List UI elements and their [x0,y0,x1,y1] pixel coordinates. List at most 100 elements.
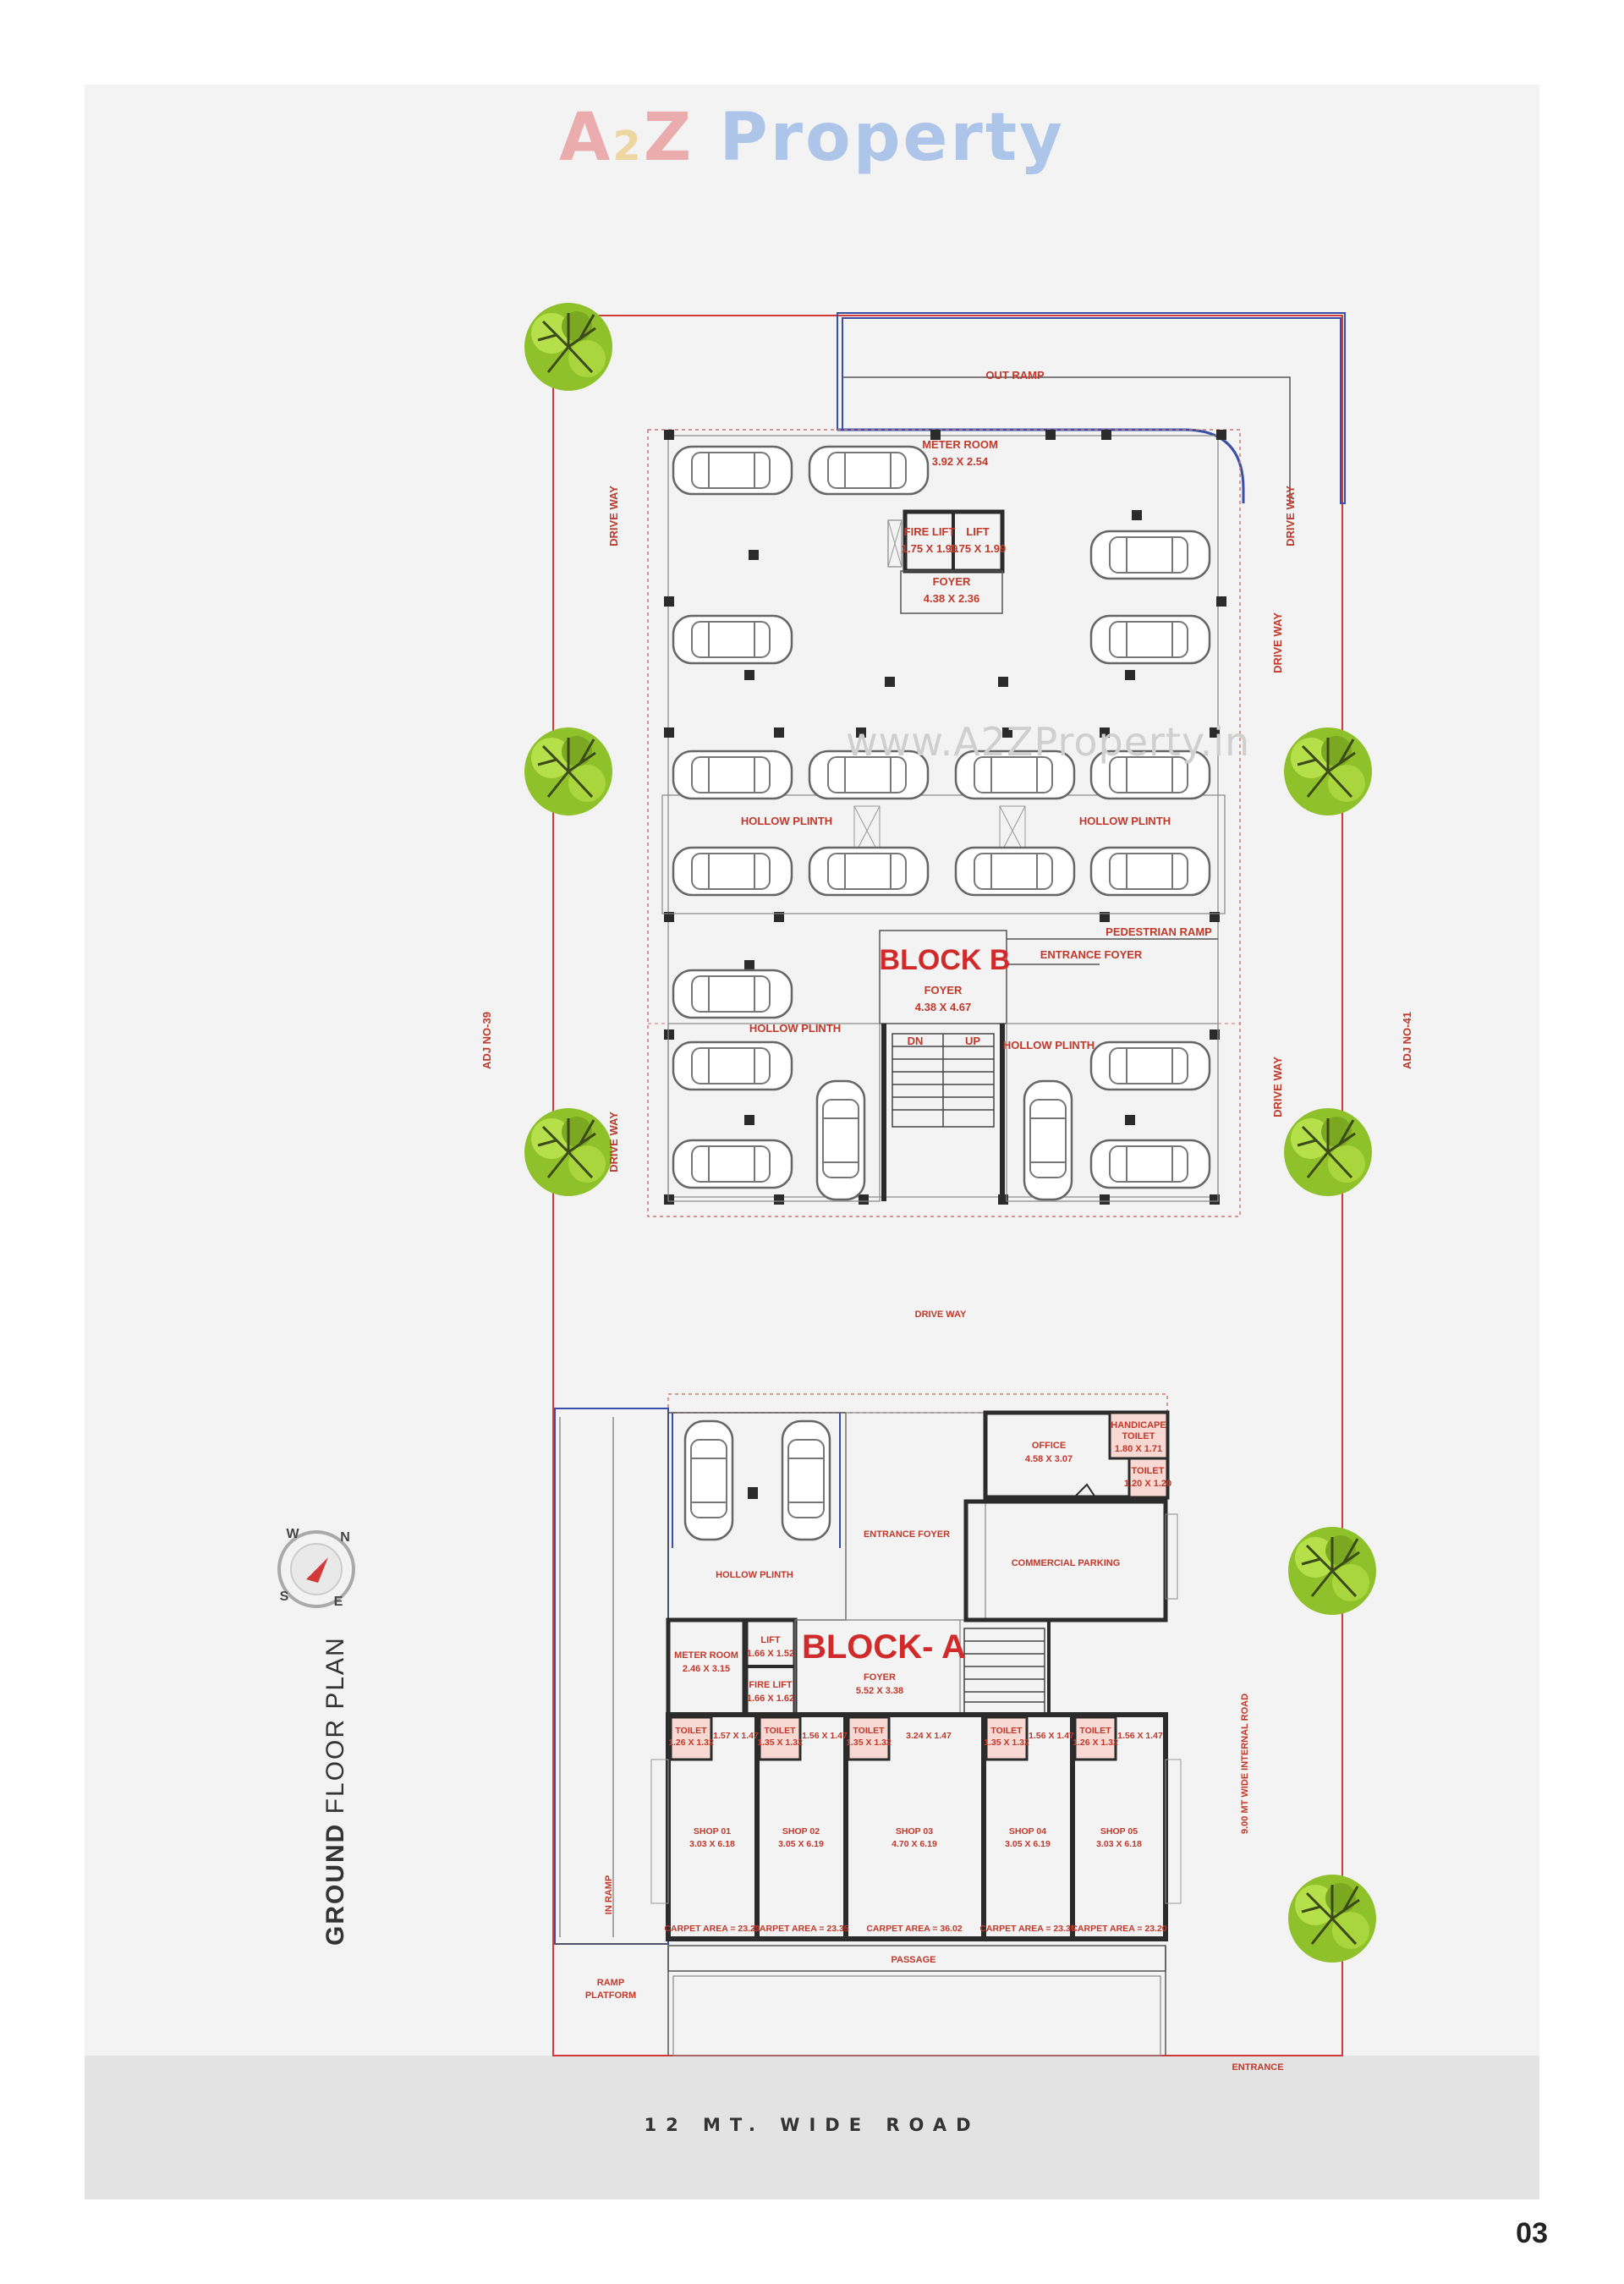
tree-icon [1282,726,1374,817]
parked-car [672,969,793,1019]
label-hollow-plinth: HOLLOW PLINTH [1079,815,1171,827]
label-hollow-plinth-a: HOLLOW PLINTH [716,1570,793,1580]
shop-dimension: 3.05 X 6.19 [778,1839,824,1849]
shop-name: SHOP 05 [1100,1826,1138,1837]
plan-title: GROUND FLOOR PLAN [321,1636,350,1946]
parked-car [683,1419,734,1541]
label-pedestrian-ramp: PEDESTRIAN RAMP [1106,925,1212,938]
tree-icon [1287,1525,1378,1617]
logo-word-property: Property [719,100,1066,176]
brand-logo: A2Z Property [0,100,1624,176]
label-entrance-foyer-a: ENTRANCE FOYER [864,1529,950,1540]
shop-name: SHOP 04 [1009,1826,1046,1837]
parked-car [954,846,1076,897]
label-fire-lift-a: FIRE LIFT [749,1680,793,1690]
label-lift-a-dim: 1.66 X 1.52 [747,1649,794,1659]
label-up: UP [965,1035,980,1047]
label-out-ramp: OUT RAMP [985,369,1045,382]
shop-toilet-dimension: 1.26 X 1.32 [1073,1738,1118,1748]
logo-digit-2: 2 [612,123,644,170]
parked-car [815,1079,866,1201]
compass-e: E [334,1595,343,1609]
parked-car [1089,1040,1211,1091]
shop-toilet-label: TOILET [675,1726,707,1736]
shop-side-dimension: 3.24 X 1.47 [906,1731,952,1741]
block-b-columns [664,430,1226,1205]
shop-toilet-dimension: 1.35 X 1.32 [757,1738,803,1748]
label-drive-way: DRIVE WAY [1284,486,1297,546]
tree-icon [523,301,614,393]
parked-car [672,1139,793,1189]
label-meter-room-b-dim: 3.92 X 2.54 [932,455,989,468]
label-drive-way: DRIVE WAY [607,1112,620,1172]
label-lift-b: LIFT [966,525,989,538]
parked-car [1089,530,1211,580]
shop-toilet-dimension: 1.35 X 1.32 [984,1738,1029,1748]
shop-toilet-label: TOILET [764,1726,796,1736]
parked-car [672,614,793,665]
label-block-b: BLOCK B [880,944,1011,976]
page-number: 03 [1516,2217,1548,2249]
road-band [85,2056,1539,2199]
compass-w: W [286,1527,299,1541]
parked-car [672,1040,793,1091]
parked-car [1089,846,1211,897]
tree-icon [1282,1106,1374,1198]
label-meter-room-b: METER ROOM [922,438,998,451]
label-ramp-platform-2: PLATFORM [585,1990,636,2001]
parked-car [672,749,793,800]
road-label: 12 MT. WIDE ROAD [644,2115,980,2135]
label-office-dim: 4.58 X 3.07 [1025,1454,1073,1464]
label-toilet-a: TOILET [1132,1466,1165,1476]
logo-letter-a: A [558,100,613,176]
watermark-url: www.A2ZProperty.in [846,719,1251,765]
parked-car [1089,614,1211,665]
parked-car [1089,1139,1211,1189]
shop-name: SHOP 02 [782,1826,820,1837]
label-foyer-a: FOYER [864,1672,896,1683]
tree-icon [523,726,614,817]
label-foyer-b-top: FOYER [933,575,971,588]
label-passage: PASSAGE [892,1955,936,1965]
label-hollow-plinth: HOLLOW PLINTH [1003,1039,1095,1051]
shop-carpet-area: CARPET AREA = 23.20 [1071,1924,1166,1934]
label-meter-room-a: METER ROOM [674,1650,738,1661]
shop-dimension: 3.03 X 6.18 [689,1839,735,1849]
shop-dimension: 3.03 X 6.18 [1096,1839,1142,1849]
shop-carpet-area: CARPET AREA = 36.02 [866,1924,962,1934]
plan-title-light: FLOOR PLAN [321,1636,349,1823]
shop-side-dimension: 1.56 X 1.47 [802,1731,848,1741]
block-b-core [879,930,1007,1024]
shop-toilet-label: TOILET [853,1726,885,1736]
parked-car [672,445,793,496]
label-commercial-parking: COMMERCIAL PARKING [1012,1558,1121,1568]
label-internal-road: 9.00 MT WIDE INTERNAL ROAD [1240,1694,1250,1834]
label-hollow-plinth: HOLLOW PLINTH [741,815,832,827]
label-block-a: BLOCK- A [802,1628,966,1666]
label-adj-left: ADJ NO-39 [480,1012,493,1069]
shop-carpet-area: CARPET AREA = 23.35 [753,1924,848,1934]
label-in-ramp: IN RAMP [604,1875,614,1914]
label-drive-way: DRIVE WAY [915,1309,967,1320]
label-hollow-plinth: HOLLOW PLINTH [749,1022,841,1035]
label-drive-way: DRIVE WAY [1271,612,1284,673]
shop-carpet-area: CARPET AREA = 23.35 [979,1924,1075,1934]
label-office: OFFICE [1032,1441,1066,1451]
shop-carpet-area: CARPET AREA = 23.29 [664,1924,760,1934]
shop-dimension: 4.70 X 6.19 [892,1839,937,1849]
shop-name: SHOP 03 [896,1826,933,1837]
plan-title-bold: GROUND [321,1822,349,1946]
label-ramp-platform-1: RAMP [597,1978,624,1988]
compass-letters: W N S E [280,1527,350,1609]
label-dn: DN [908,1035,924,1047]
compass-n: N [340,1530,350,1545]
parked-car [781,1419,831,1541]
shop-side-dimension: 1.56 X 1.47 [1029,1731,1074,1741]
label-handicape: HANDICAPE [1111,1420,1166,1430]
label-lift-a: LIFT [760,1635,780,1645]
shop-side-dimension: 1.57 X 1.47 [713,1731,759,1741]
compass-s: S [280,1589,289,1604]
label-lift-b-dim: 1.75 X 1.99 [950,542,1007,555]
label-foyer-b-dim: 4.38 X 4.67 [915,1001,972,1013]
